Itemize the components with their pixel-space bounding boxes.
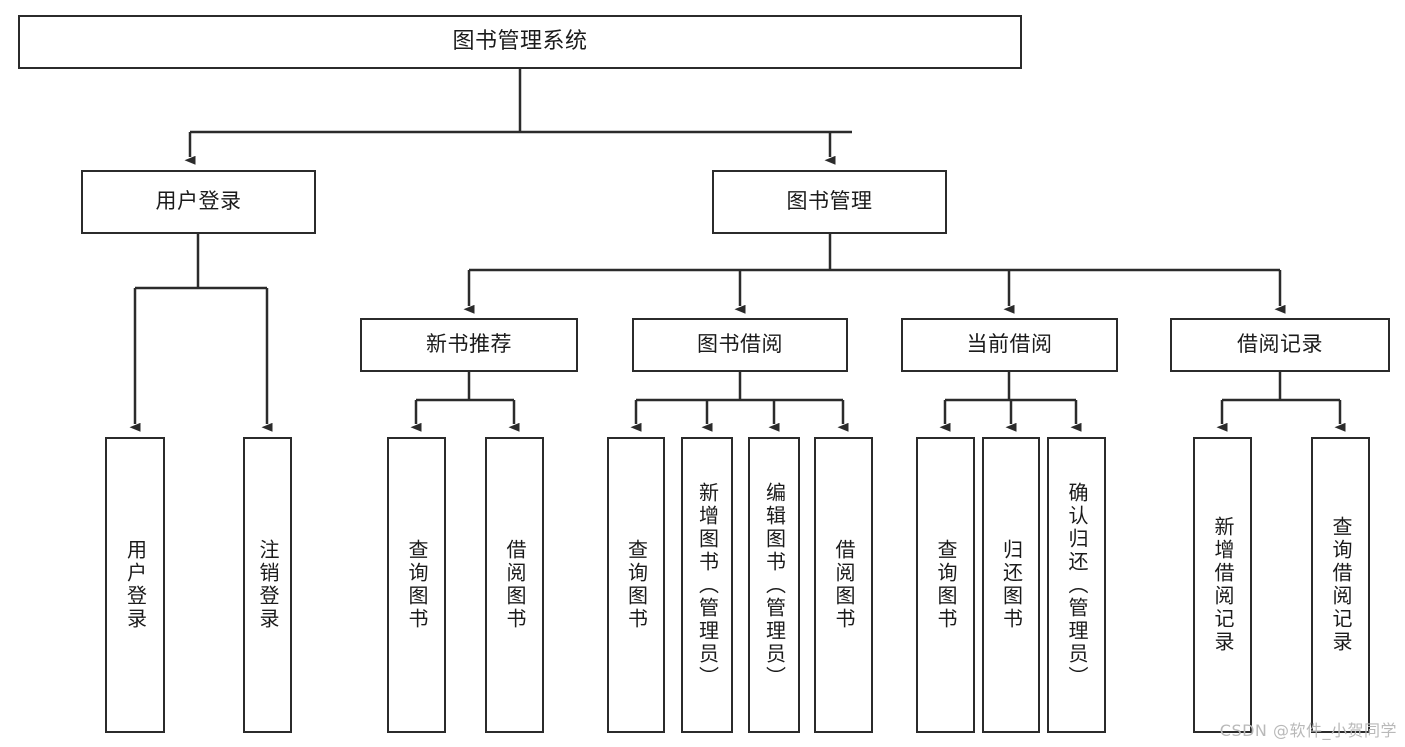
leaf-label: 借阅图书 bbox=[832, 539, 856, 631]
leaf-label: 新增图书（管理员） bbox=[695, 481, 720, 689]
leaf-add-borrow-record[interactable]: 新增借阅记录 bbox=[1193, 437, 1252, 733]
leaf-label: 查询图书 bbox=[624, 539, 649, 631]
leaf-edit-book-admin[interactable]: 编辑图书（管理员） bbox=[748, 437, 800, 733]
leaf-label: 借阅图书 bbox=[503, 539, 527, 631]
leaf-label: 用户登录 bbox=[123, 539, 148, 631]
leaf-borrow-books-newbook[interactable]: 借阅图书 bbox=[485, 437, 544, 733]
watermark-csdn: CSDN @软件_小贺同学 bbox=[1219, 721, 1397, 740]
leaf-query-books-borrow[interactable]: 查询图书 bbox=[607, 437, 665, 733]
node-current-borrow[interactable]: 当前借阅 bbox=[901, 318, 1118, 372]
leaf-label: 新增借阅记录 bbox=[1211, 516, 1235, 654]
leaf-user-login[interactable]: 用户登录 bbox=[105, 437, 165, 733]
leaf-query-books-newbook[interactable]: 查询图书 bbox=[387, 437, 446, 733]
leaf-query-books-current[interactable]: 查询图书 bbox=[916, 437, 975, 733]
node-book-management[interactable]: 图书管理 bbox=[712, 170, 947, 234]
node-user-login[interactable]: 用户登录 bbox=[81, 170, 316, 234]
leaf-query-borrow-record[interactable]: 查询借阅记录 bbox=[1311, 437, 1370, 733]
leaf-label: 编辑图书（管理员） bbox=[762, 481, 787, 689]
leaf-label: 查询图书 bbox=[934, 539, 958, 631]
leaf-logout[interactable]: 注销登录 bbox=[243, 437, 292, 733]
node-new-book-recommend[interactable]: 新书推荐 bbox=[360, 318, 578, 372]
leaf-label: 查询图书 bbox=[405, 539, 429, 631]
leaf-label: 确认归还（管理员） bbox=[1065, 481, 1089, 689]
node-book-borrow[interactable]: 图书借阅 bbox=[632, 318, 848, 372]
leaf-borrow-books-borrow[interactable]: 借阅图书 bbox=[814, 437, 873, 733]
leaf-label: 归还图书 bbox=[999, 539, 1024, 631]
leaf-label: 注销登录 bbox=[256, 539, 280, 631]
leaf-add-book-admin[interactable]: 新增图书（管理员） bbox=[681, 437, 733, 733]
node-root-book-management-system[interactable]: 图书管理系统 bbox=[18, 15, 1022, 69]
node-borrow-records[interactable]: 借阅记录 bbox=[1170, 318, 1390, 372]
leaf-return-books[interactable]: 归还图书 bbox=[982, 437, 1040, 733]
leaf-label: 查询借阅记录 bbox=[1329, 516, 1353, 654]
leaf-confirm-return-admin[interactable]: 确认归还（管理员） bbox=[1047, 437, 1106, 733]
